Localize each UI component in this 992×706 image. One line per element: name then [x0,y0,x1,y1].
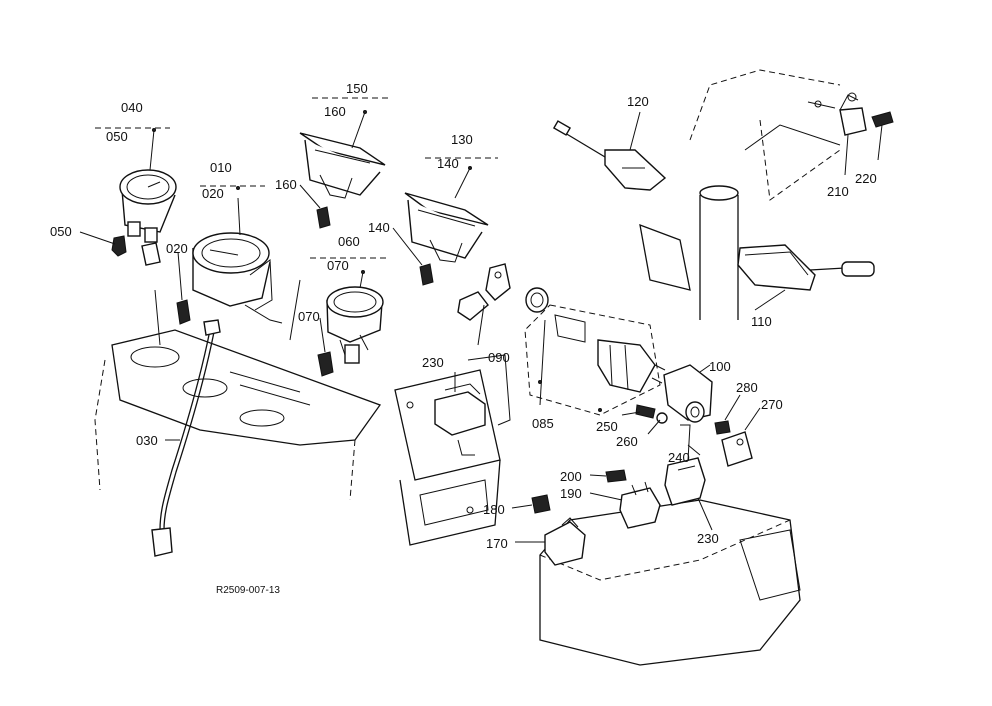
label-030: 030 [136,433,158,448]
label-160-left: 160 [275,177,297,192]
label-020-left: 020 [166,241,188,256]
label-210: 210 [827,184,849,199]
label-050-left: 050 [50,224,72,239]
bolt-250 [635,404,656,419]
cable-030 [151,319,221,557]
key-switch-body [597,339,666,393]
label-110: 110 [751,314,772,329]
relay-230-left [434,383,486,456]
label-010: 010 [210,160,232,175]
dashed-outline-085 [524,304,661,416]
unit-190 [619,481,661,529]
label-280: 280 [736,380,758,395]
label-120: 120 [627,94,649,109]
label-250: 250 [596,419,618,434]
bulb-070 [317,351,334,377]
leader-lines [79,97,883,543]
label-085: 085 [532,416,554,431]
label-230-right: 230 [697,531,719,546]
bulb-160 [316,206,331,229]
label-160-top: 160 [324,104,346,119]
key-090 [457,263,511,321]
connector-100 [663,364,713,423]
label-260: 260 [616,434,638,449]
bolt-200 [605,469,627,483]
label-100: 100 [709,359,731,374]
label-240: 240 [668,450,690,465]
label-020-top: 020 [202,186,224,201]
bulb-020 [176,299,191,325]
label-140-left: 140 [368,220,390,235]
label-070-top: 070 [327,258,349,273]
relay-270 [721,431,753,467]
label-190: 190 [560,486,582,501]
gauge-040 [119,169,177,243]
leader-dots [152,110,602,412]
bolt-280 [714,420,731,435]
label-230-left: 230 [422,355,444,370]
switch-120 [552,120,667,191]
gauge-010 [192,232,283,324]
label-090: 090 [488,350,510,365]
bolt-180 [531,494,551,514]
bulb-050 [111,235,127,257]
gauge-060 [326,286,384,364]
lamp-housing-150 [299,132,386,199]
label-170: 170 [486,536,508,551]
flasher-240 [664,424,706,506]
label-040: 040 [121,100,143,115]
connector-020-left [141,242,161,266]
nut-ring [525,287,549,313]
label-220: 220 [855,171,877,186]
figure-id: R2509-007-13 [216,585,280,596]
label-270: 270 [761,397,783,412]
callout-labels: 040 050 050 010 020 020 150 160 160 130 … [50,81,877,596]
label-140-top: 140 [437,156,459,171]
dashboard-panel [94,279,382,501]
bulb-140 [419,263,434,286]
lamp-housing-130 [404,192,489,263]
steering-column [639,69,841,320]
screw-220 [871,111,894,128]
label-060: 060 [338,234,360,249]
relay-bracket [394,354,511,546]
part-210 [807,92,867,136]
label-180: 180 [483,502,505,517]
label-200: 200 [560,469,582,484]
label-130: 130 [451,132,473,147]
label-150: 150 [346,81,368,96]
cowl-housing [539,499,801,666]
switch-110 [737,244,875,291]
unit-170 [544,517,586,566]
label-070-left: 070 [298,309,320,324]
label-050-top: 050 [106,129,128,144]
